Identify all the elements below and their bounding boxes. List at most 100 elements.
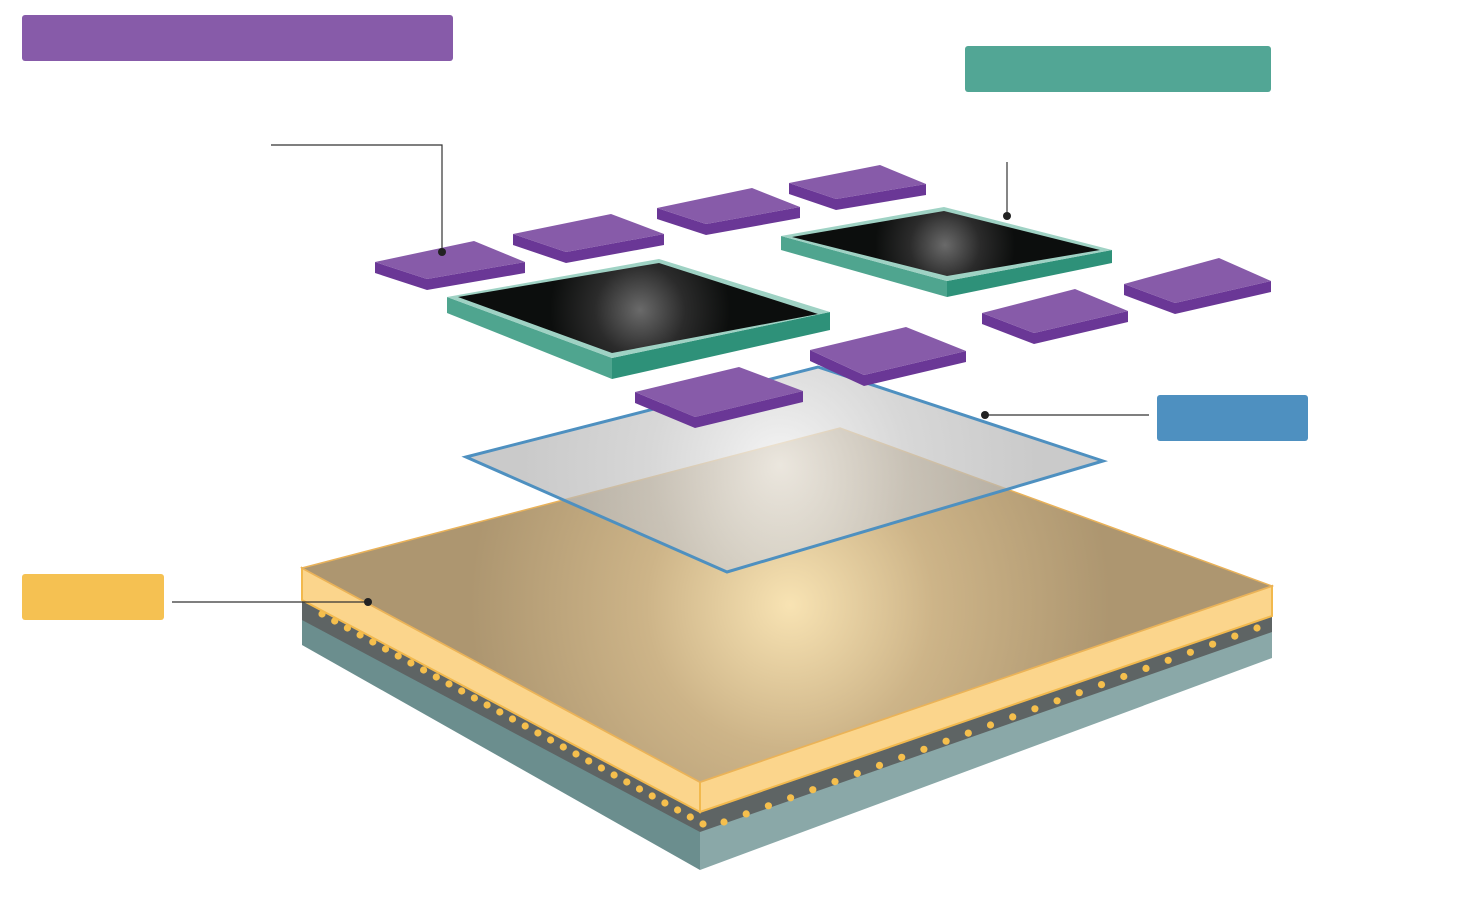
solder-bump bbox=[1253, 624, 1261, 632]
solder-bump bbox=[942, 737, 950, 745]
chiplet-tile bbox=[635, 367, 803, 428]
solder-bump bbox=[920, 745, 928, 753]
chiplet-tile bbox=[513, 214, 664, 263]
chiplet-tile-side bbox=[1124, 281, 1271, 314]
substrate-label bbox=[22, 574, 164, 620]
solder-bump bbox=[1009, 713, 1017, 721]
bump-band bbox=[302, 598, 1272, 832]
leader-line-chiplet bbox=[271, 144, 443, 252]
large-die-surface bbox=[458, 263, 818, 353]
solder-bump bbox=[381, 645, 390, 653]
chiplet-tile-top bbox=[375, 241, 525, 279]
small-die-surface bbox=[792, 211, 1100, 276]
solder-bump bbox=[394, 652, 402, 660]
chiplet-tile-top bbox=[982, 289, 1128, 333]
solder-bump bbox=[1075, 689, 1083, 697]
solder-bump bbox=[458, 687, 466, 695]
solder-bump bbox=[369, 638, 377, 646]
solder-bump bbox=[674, 806, 682, 814]
solder-bump bbox=[1053, 697, 1061, 705]
chiplet-tile-side bbox=[982, 311, 1128, 344]
solder-bump bbox=[445, 680, 453, 688]
chiplet-tile-top bbox=[513, 214, 664, 252]
small-die-right-side bbox=[947, 250, 1112, 297]
solder-bump bbox=[720, 818, 728, 826]
solder-bump bbox=[483, 701, 491, 709]
solder-bump bbox=[1186, 648, 1194, 656]
solder-bump bbox=[831, 778, 839, 786]
solder-bump bbox=[853, 769, 861, 778]
solder-bump bbox=[1164, 656, 1172, 664]
solder-bump bbox=[407, 659, 415, 667]
solder-bump bbox=[661, 799, 669, 807]
solder-bump bbox=[699, 820, 707, 828]
solder-bump bbox=[559, 743, 567, 751]
solder-bump bbox=[1142, 664, 1150, 673]
solder-bump bbox=[610, 771, 618, 779]
chiplet-tile bbox=[375, 241, 525, 290]
solder-bump bbox=[986, 721, 995, 729]
solder-bump bbox=[356, 631, 364, 639]
chiplet-tile-side bbox=[789, 183, 926, 210]
chiplet-tile bbox=[982, 289, 1128, 344]
solder-bump bbox=[787, 794, 795, 802]
chiplet-group bbox=[375, 165, 1271, 428]
chiplet-tile-top bbox=[810, 327, 966, 375]
leader-dots bbox=[364, 212, 1011, 606]
large-die-left-side bbox=[447, 297, 612, 379]
chiplet-tile-side bbox=[513, 234, 664, 263]
chiplet-tile-top bbox=[657, 188, 800, 224]
solder-bump bbox=[496, 708, 504, 716]
leader-dot-die bbox=[1003, 212, 1011, 220]
solder-bump bbox=[597, 764, 606, 772]
solder-bump bbox=[1231, 632, 1239, 640]
chiplet-tile-top bbox=[635, 367, 803, 417]
solder-bump bbox=[648, 792, 656, 800]
chiplet-tile bbox=[810, 327, 966, 386]
leader-dot-substrate bbox=[364, 598, 372, 606]
chiplet-tile bbox=[789, 165, 926, 210]
chiplet-tile-side bbox=[375, 262, 525, 290]
interposer-label bbox=[1157, 395, 1308, 441]
solder-bump bbox=[470, 694, 478, 702]
solder-bump bbox=[521, 722, 529, 730]
solder-bump bbox=[1209, 640, 1217, 648]
solder-bump bbox=[809, 786, 817, 794]
die-label bbox=[965, 46, 1271, 92]
chiplet-tile-top bbox=[1124, 258, 1271, 303]
leader-lines bbox=[172, 144, 1149, 603]
chiplet-tile-side bbox=[635, 391, 803, 428]
solder-bump bbox=[623, 778, 631, 786]
leader-dot-chiplet bbox=[438, 248, 446, 256]
chiplet-tile-top bbox=[789, 165, 926, 199]
bump-band-right bbox=[700, 612, 1272, 832]
solder-bumps bbox=[318, 610, 1261, 828]
solder-bump bbox=[742, 810, 750, 818]
substrate bbox=[299, 427, 1275, 814]
solder-bump bbox=[898, 753, 906, 761]
small-die-left-side bbox=[781, 236, 947, 297]
solder-bump bbox=[1120, 672, 1128, 681]
solder-bump bbox=[547, 736, 555, 744]
solder-bump bbox=[1097, 681, 1106, 689]
chiplet-tile bbox=[1124, 258, 1271, 314]
large-die bbox=[447, 259, 830, 379]
chiplet-tile-side bbox=[657, 207, 800, 235]
solder-bump bbox=[875, 761, 884, 770]
solder-bump bbox=[1031, 705, 1039, 713]
solder-bump bbox=[585, 757, 593, 765]
small-die bbox=[781, 207, 1112, 297]
solder-bump bbox=[420, 666, 428, 674]
chiplet-tile bbox=[657, 188, 800, 235]
chiplet-label bbox=[22, 15, 453, 61]
solder-bump bbox=[964, 729, 972, 737]
solder-bump bbox=[764, 802, 773, 810]
solder-bump bbox=[508, 715, 517, 723]
solder-bump bbox=[686, 813, 694, 821]
solder-bump bbox=[572, 750, 580, 758]
solder-bump bbox=[635, 785, 644, 793]
solder-bump bbox=[534, 729, 542, 737]
solder-bump bbox=[432, 673, 440, 681]
chiplet-tile-side bbox=[810, 350, 966, 386]
